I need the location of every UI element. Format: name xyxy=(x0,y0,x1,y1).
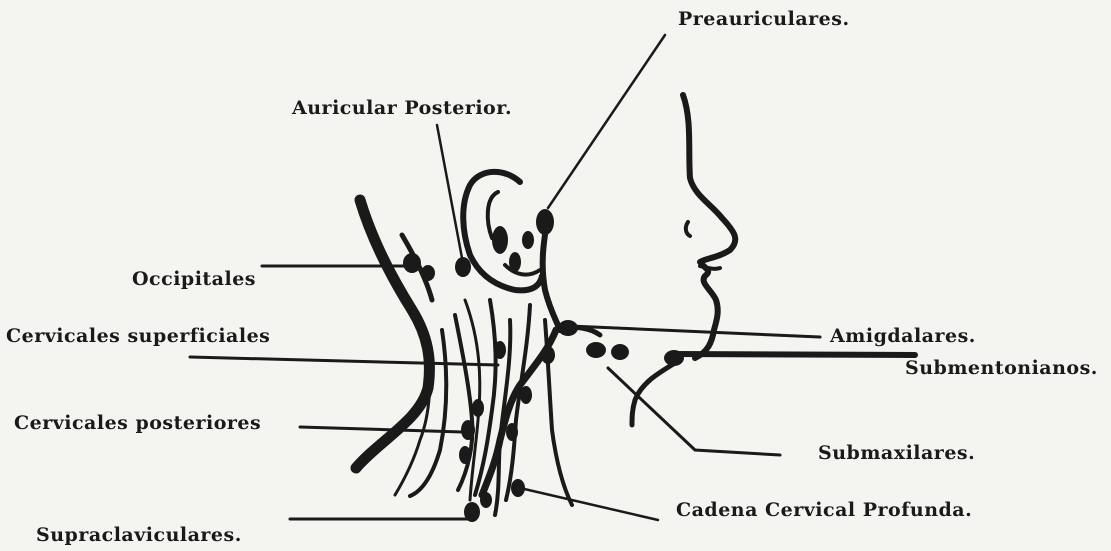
leader-cadena-cervical-profunda xyxy=(520,488,658,520)
label-cadena-cervical-profunda: Cadena Cervical Profunda. xyxy=(676,499,972,521)
label-supraclaviculares: Supraclaviculares. xyxy=(36,524,242,546)
nostril xyxy=(686,222,690,236)
label-submaxilares: Submaxilares. xyxy=(818,442,975,464)
occipital-node-2 xyxy=(421,265,435,281)
submaxilar-node-2 xyxy=(611,344,629,360)
label-occipitales: Occipitales xyxy=(132,268,256,290)
leader-cervicales-posteriores xyxy=(300,427,462,432)
auricular-posterior-node xyxy=(455,257,471,277)
leader-submentonianos xyxy=(676,354,915,355)
deep-cervical-node xyxy=(520,386,532,404)
ear-node xyxy=(492,226,508,254)
label-cervicales-posteriores: Cervicales posteriores xyxy=(14,412,261,434)
occipital-node xyxy=(403,253,421,273)
deep-cervical-node-2 xyxy=(506,423,518,441)
label-amigdalares: Amigdalares. xyxy=(830,325,976,347)
submaxilar-node xyxy=(586,342,606,358)
face-profile xyxy=(683,95,735,358)
cervical-posterior-node-3 xyxy=(459,446,471,464)
cervical-superficial-node-2 xyxy=(541,346,555,364)
cervical-superficial-node xyxy=(494,341,506,359)
cervical-posterior-node xyxy=(461,420,475,440)
leader-auricular-posterior xyxy=(437,125,462,258)
label-preauriculares: Preauriculares. xyxy=(678,8,850,30)
preauricular-node xyxy=(536,209,554,235)
leader-preauriculares xyxy=(548,35,665,208)
label-cervicales-superficiales: Cervicales superficiales xyxy=(6,325,270,347)
lip-line xyxy=(700,266,720,269)
leader-cervicales-superficiales xyxy=(190,357,498,365)
supraclavicular-node-2 xyxy=(480,492,492,508)
ear-node-2 xyxy=(509,252,521,272)
label-auricular-posterior: Auricular Posterior. xyxy=(292,97,512,119)
leader-amigdalares xyxy=(570,326,820,337)
label-submentonianos: Submentonianos. xyxy=(905,357,1098,379)
amigdalar-node xyxy=(558,320,578,336)
preauricular-node-2 xyxy=(522,231,534,249)
cervical-posterior-node-2 xyxy=(472,399,484,417)
